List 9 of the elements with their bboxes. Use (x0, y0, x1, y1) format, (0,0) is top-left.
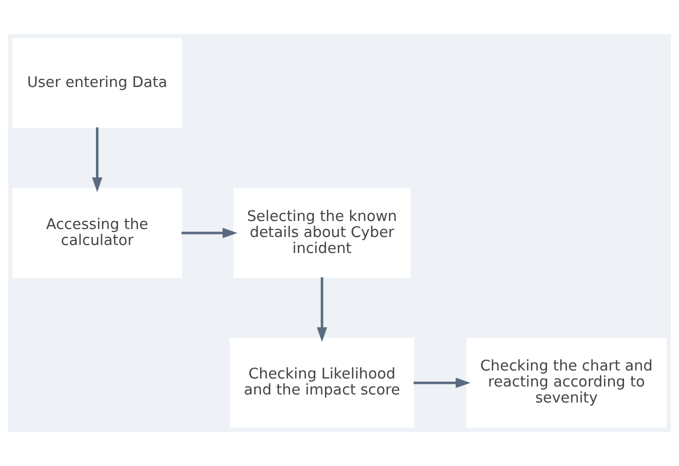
node-box: Checking the chart and reacting according to sevenity (466, 338, 667, 428)
node-box: Checking Likelihood and the impact score (230, 338, 414, 428)
arrow (316, 277, 328, 342)
arrow (92, 127, 102, 192)
node-box: Selecting the known details about Cyber incident (234, 188, 410, 278)
arrow (182, 228, 238, 238)
arrow (414, 378, 470, 388)
node-box: User entering Data (12, 38, 182, 128)
node-box: Accessing the calculator (12, 188, 182, 278)
